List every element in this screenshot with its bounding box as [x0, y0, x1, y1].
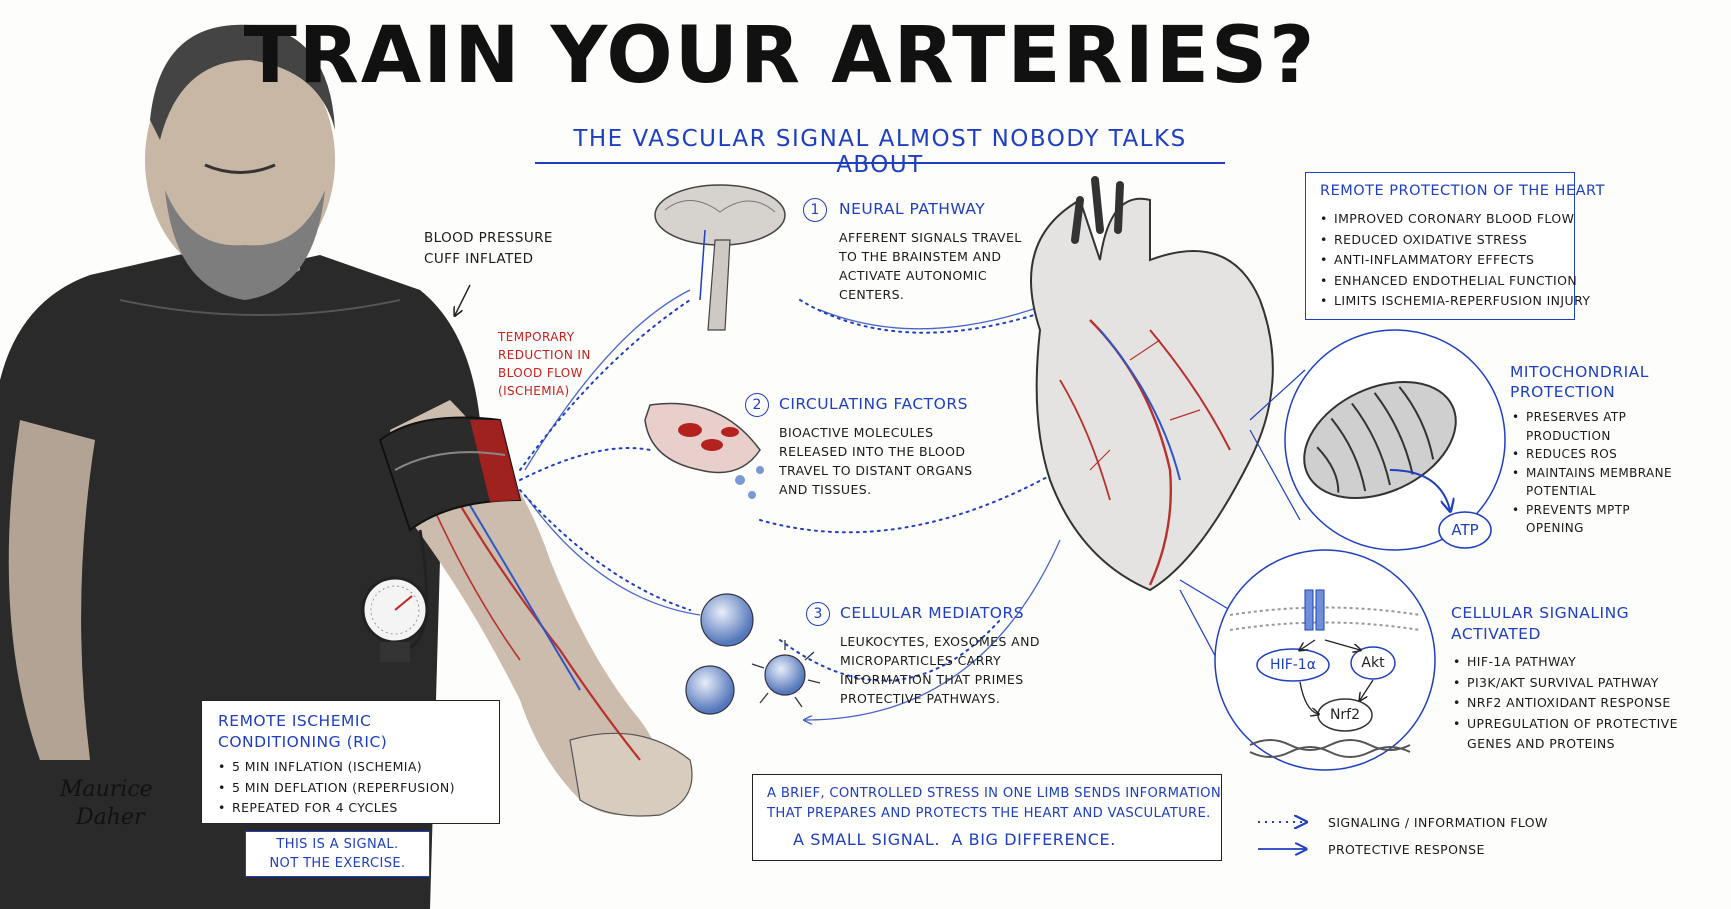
pathway-number: 1 — [803, 198, 827, 222]
heart-protection-title: REMOTE PROTECTION OF THE HEART — [1320, 183, 1605, 199]
list-item: 5 MIN INFLATION (ISCHEMIA) — [216, 757, 455, 778]
pathway-title: NEURAL PATHWAY — [839, 200, 986, 218]
ischemia-label: TEMPORARY REDUCTION IN BLOOD FLOW (ISCHE… — [498, 330, 591, 398]
node-hif: HIF-1α — [1270, 657, 1316, 673]
list-item: HIF-1α PATHWAY — [1451, 652, 1678, 673]
pathway-title: CIRCULATING FACTORS — [779, 395, 968, 413]
subtitle-underline — [535, 162, 1225, 164]
ric-title: REMOTE ISCHEMIC CONDITIONING (RIC) — [218, 712, 388, 751]
heart-protection-box: REMOTE PROTECTION OF THE HEART IMPROVED … — [1305, 172, 1604, 320]
pathway-description: BIOACTIVE MOLECULES RELEASED INTO THE BL… — [779, 425, 973, 497]
atp-label: ATP — [1451, 521, 1479, 539]
list-item: IMPROVED CORONARY BLOOD FLOW — [1318, 209, 1590, 230]
heart-protection-list: IMPROVED CORONARY BLOOD FLOW REDUCED OXI… — [1318, 209, 1590, 312]
list-item: 5 MIN DEFLATION (REPERFUSION) — [216, 778, 455, 799]
signature: Maurice Daher — [60, 777, 153, 830]
immune-cells-illustration — [685, 593, 821, 715]
summary-box: A BRIEF, CONTROLLED STRESS IN ONE LIMB S… — [752, 774, 1222, 861]
heart-illustration — [1030, 176, 1274, 592]
legend-protective-label: PROTECTIVE RESPONSE — [1328, 842, 1485, 857]
summary-tagline: A SMALL SIGNAL. A BIG DIFFERENCE. — [793, 830, 1116, 849]
list-item: ENHANCED ENDOTHELIAL FUNCTION — [1318, 271, 1590, 292]
pathway-number: 2 — [745, 393, 769, 417]
list-item: REDUCED OXIDATIVE STRESS — [1318, 230, 1590, 251]
signaling-list: HIF-1α PATHWAY PI3K/Akt SURVIVAL PATHWAY… — [1451, 652, 1678, 755]
list-item: REPEATED FOR 4 CYCLES — [216, 798, 455, 819]
ric-box: REMOTE ISCHEMIC CONDITIONING (RIC) 5 MIN… — [201, 700, 500, 824]
signaling-illustration — [1214, 549, 1436, 771]
node-akt: Akt — [1361, 655, 1385, 671]
page-title: TRAIN YOUR ARTERIES? — [243, 11, 1317, 101]
summary-text: A BRIEF, CONTROLLED STRESS IN ONE LIMB S… — [767, 786, 1221, 821]
blood-pressure-cuff — [378, 416, 522, 532]
blood-vessel-illustration — [644, 402, 764, 499]
list-item: PI3K/Akt SURVIVAL PATHWAY — [1451, 673, 1678, 694]
list-item: LIMITS ISCHEMIA-REPERFUSION INJURY — [1318, 291, 1590, 312]
page-subtitle: THE VASCULAR SIGNAL ALMOST NOBODY TALKS … — [573, 126, 1187, 178]
signaling-title: CELLULAR SIGNALING ACTIVATED — [1451, 604, 1630, 643]
man-figure — [0, 24, 693, 909]
pathway-title: CELLULAR MEDIATORS — [840, 604, 1025, 622]
legend-signaling-label: SIGNALING / INFORMATION FLOW — [1328, 815, 1548, 830]
list-item: ANTI-INFLAMMATORY EFFECTS — [1318, 250, 1590, 271]
pathway-number: 3 — [806, 602, 830, 626]
brain-illustration — [654, 184, 786, 331]
ric-list: 5 MIN INFLATION (ISCHEMIA) 5 MIN DEFLATI… — [216, 757, 455, 819]
pathway-description: AFFERENT SIGNALS TRAVEL TO THE BRAINSTEM… — [839, 230, 1022, 302]
mito-title: MITOCHONDRIAL PROTECTION — [1510, 363, 1649, 401]
cuff-label: BLOOD PRESSURE CUFF INFLATED — [424, 230, 553, 267]
mitochondrion-illustration — [1284, 329, 1506, 551]
node-nrf2: Nrf2 — [1329, 707, 1361, 723]
list-item: REDUCES ROS — [1510, 445, 1672, 464]
signaling-flow-lines — [519, 299, 1061, 682]
pressure-gauge — [361, 529, 429, 662]
pathway-description: LEUKOCYTES, EXOSOMES AND MICROPARTICLES … — [840, 634, 1040, 706]
signal-box: THIS IS A SIGNAL. NOT THE EXERCISE. — [245, 831, 430, 877]
list-item: Nrf2 ANTIOXIDANT RESPONSE — [1451, 693, 1678, 714]
list-item: PREVENTS mPTPOPENING — [1510, 501, 1672, 538]
